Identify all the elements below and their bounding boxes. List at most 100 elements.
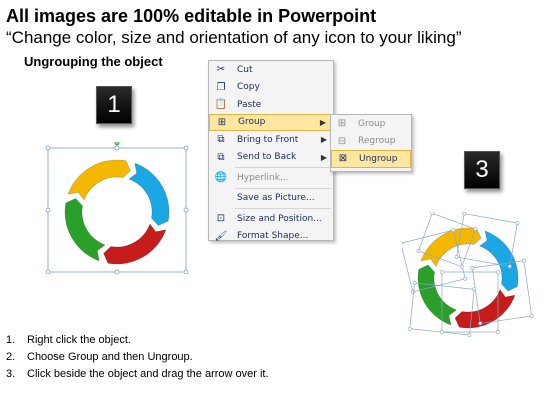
red-arrow-segment[interactable] xyxy=(454,289,516,329)
yellow-arrow-segment[interactable] xyxy=(420,227,482,267)
submenu-item-ungroup[interactable]: ⊠ Ungroup xyxy=(331,150,411,168)
page-subtitle: “Change color, size and orientation of a… xyxy=(6,28,462,47)
rotation-handle[interactable] xyxy=(114,142,120,146)
instruction-item: 1.Right click the object. xyxy=(6,334,131,346)
submenu-item-group[interactable]: ⊞ Group xyxy=(331,115,411,133)
page-title: All images are 100% editable in Powerpoi… xyxy=(6,6,377,26)
section-heading: Ungrouping the object xyxy=(24,54,163,69)
group-submenu: ⊞ Group ⊟ Regroup ⊠ Ungroup xyxy=(330,114,412,172)
menu-item-label: Format Shape... xyxy=(237,231,309,242)
selection-handle[interactable] xyxy=(45,207,51,213)
selection-handle[interactable] xyxy=(114,145,120,151)
menu-item-save-as-picture[interactable]: Save as Picture... xyxy=(209,190,333,208)
selection-handle[interactable] xyxy=(402,241,403,246)
selection-handle[interactable] xyxy=(412,281,417,285)
menu-item-paste[interactable]: 📋 Paste xyxy=(209,96,333,114)
menu-item-cut[interactable]: ✂ Cut xyxy=(209,61,333,79)
instruction-item: 3.Click beside the object and drag the a… xyxy=(6,368,269,380)
selection-handle[interactable] xyxy=(430,212,435,216)
menu-item-bring-to-front[interactable]: ⧉ Bring to Front ▶ xyxy=(209,131,333,149)
selection-handle[interactable] xyxy=(496,330,500,334)
menu-item-format-shape[interactable]: 🖌 Format Shape... xyxy=(209,228,333,246)
selection-handle[interactable] xyxy=(183,145,189,151)
selection-handle[interactable] xyxy=(114,269,120,274)
selection-handle[interactable] xyxy=(45,145,51,151)
menu-item-label: Send to Back xyxy=(237,152,297,163)
submenu-item-regroup[interactable]: ⊟ Regroup xyxy=(331,133,411,151)
selection-handle[interactable] xyxy=(407,326,412,331)
context-menu: ✂ Cut ❐ Copy 📋 Paste ⊞ Group ▶ ⧉ Bring t… xyxy=(208,60,334,242)
selection-handle[interactable] xyxy=(45,269,51,274)
menu-item-label: Paste xyxy=(237,99,262,110)
instruction-list: 1.Right click the object. 2.Choose Group… xyxy=(6,332,269,383)
instruction-item: 2.Choose Group and then Ungroup. xyxy=(6,351,193,363)
menu-separator xyxy=(235,167,331,168)
menu-item-copy[interactable]: ❐ Copy xyxy=(209,79,333,97)
group-icon: ⊞ xyxy=(217,116,227,128)
group-icon: ⊞ xyxy=(337,118,347,130)
step-badge-3: 3 xyxy=(464,151,500,189)
menu-separator xyxy=(235,187,331,189)
menu-item-group[interactable]: ⊞ Group ▶ xyxy=(209,113,333,131)
submenu-arrow-icon: ▶ xyxy=(320,152,327,162)
menu-item-label: Group xyxy=(238,117,266,128)
menu-item-label: Bring to Front xyxy=(237,134,299,145)
paste-icon: 📋 xyxy=(214,99,228,111)
menu-item-label: Cut xyxy=(237,64,253,75)
selection-handle[interactable] xyxy=(473,227,478,231)
selection-handle[interactable] xyxy=(440,270,444,274)
menu-item-label: Size and Position... xyxy=(237,213,322,224)
selection-handle[interactable] xyxy=(472,287,477,292)
blue-arrow-segment[interactable] xyxy=(479,230,519,292)
bring-to-front-icon: ⧉ xyxy=(217,134,225,146)
hyperlink-icon: 🌐 xyxy=(214,172,228,184)
selection-handle[interactable] xyxy=(183,269,189,274)
selection-box xyxy=(418,212,476,268)
selection-handle[interactable] xyxy=(521,258,526,263)
ungroup-icon: ⊠ xyxy=(338,153,348,165)
green-arrow-segment[interactable] xyxy=(64,198,106,262)
selection-handle[interactable] xyxy=(529,314,534,319)
selection-handle[interactable] xyxy=(440,330,444,334)
yellow-arrow-segment[interactable] xyxy=(67,159,131,201)
selection-handle[interactable] xyxy=(462,212,467,216)
selection-handle[interactable] xyxy=(459,264,464,269)
submenu-item-label: Ungroup xyxy=(359,153,398,164)
selection-box xyxy=(456,213,518,267)
selection-handle[interactable] xyxy=(478,321,483,326)
selection-handle[interactable] xyxy=(183,207,189,213)
send-to-back-icon: ⧉ xyxy=(217,151,225,163)
selection-box xyxy=(409,282,475,336)
selection-box xyxy=(441,271,499,333)
selection-box xyxy=(471,260,533,324)
size-position-icon: ⊡ xyxy=(216,213,226,225)
selection-handle[interactable] xyxy=(451,228,456,233)
green-arrow-segment[interactable] xyxy=(417,264,457,326)
copy-icon: ❐ xyxy=(216,81,226,93)
submenu-arrow-icon: ▶ xyxy=(320,135,327,145)
selection-handle[interactable] xyxy=(515,221,520,225)
scissors-icon: ✂ xyxy=(216,64,226,76)
menu-item-label: Copy xyxy=(237,82,260,93)
selection-handle[interactable] xyxy=(470,265,475,270)
selection-handle[interactable] xyxy=(463,276,468,281)
selection-handle[interactable] xyxy=(496,270,500,274)
selection-handle[interactable] xyxy=(416,249,421,253)
ungrouped-ring-object[interactable] xyxy=(402,212,536,342)
selection-handle[interactable] xyxy=(410,289,415,294)
red-arrow-segment[interactable] xyxy=(103,223,167,265)
menu-item-label: Save as Picture... xyxy=(237,193,315,204)
selection-handle[interactable] xyxy=(454,255,459,259)
submenu-item-label: Group xyxy=(358,118,386,129)
selection-handle[interactable] xyxy=(467,333,472,337)
grouped-ring-object[interactable] xyxy=(44,142,190,274)
blue-arrow-segment[interactable] xyxy=(128,162,170,226)
format-shape-icon: 🖌 xyxy=(214,230,228,242)
menu-item-send-to-back[interactable]: ⧉ Send to Back ▶ xyxy=(209,149,333,167)
menu-item-hyperlink[interactable]: 🌐 Hyperlink... xyxy=(209,169,333,187)
menu-item-size-and-position[interactable]: ⊡ Size and Position... xyxy=(209,210,333,228)
submenu-arrow-icon: ▶ xyxy=(319,117,326,127)
selection-handle[interactable] xyxy=(507,264,512,269)
submenu-item-label: Regroup xyxy=(358,136,396,147)
regroup-icon: ⊟ xyxy=(337,135,347,147)
